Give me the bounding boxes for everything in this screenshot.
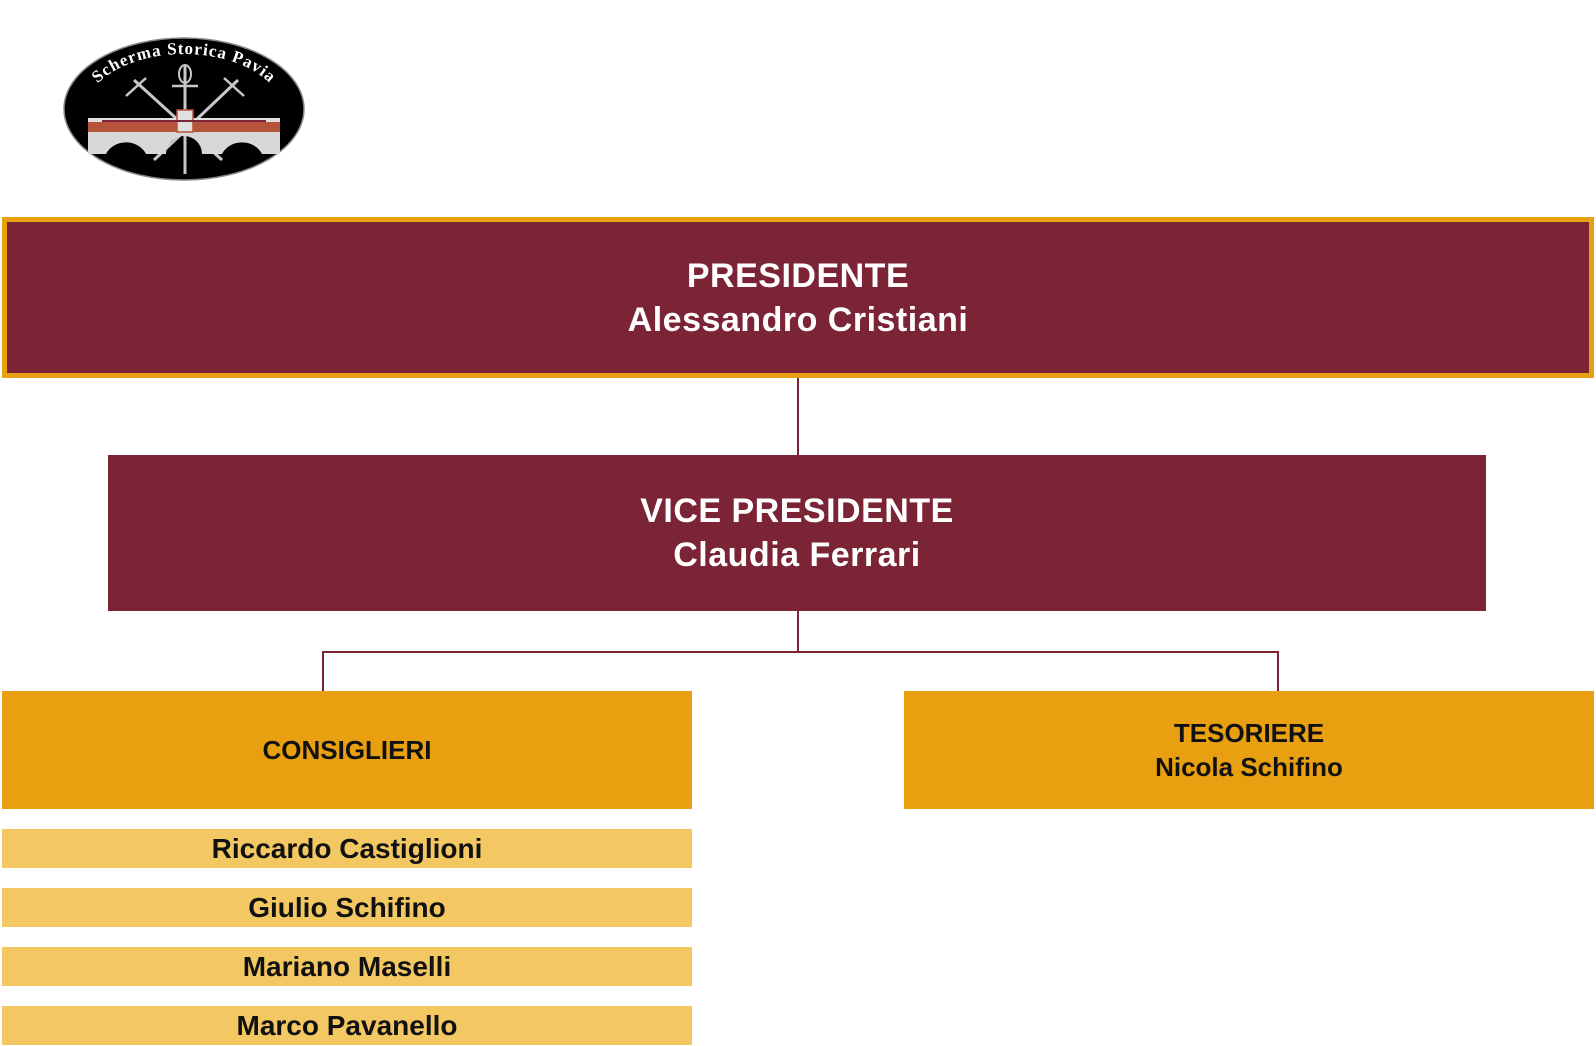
connector-line — [322, 651, 324, 691]
president-name: Alessandro Cristiani — [627, 300, 969, 339]
connector-line — [322, 651, 1279, 653]
connector-line — [1277, 651, 1279, 691]
president-box: PRESIDENTE Alessandro Cristiani — [2, 217, 1594, 378]
vice-president-name: Claudia Ferrari — [673, 536, 921, 574]
consiglieri-title: CONSIGLIERI — [262, 735, 432, 765]
consigliere-member: Riccardo Castiglioni — [2, 829, 692, 868]
tesoriere-box: TESORIERE Nicola Schifino — [904, 691, 1594, 809]
consigliere-member: Giulio Schifino — [2, 888, 692, 927]
bridge-icon — [88, 109, 280, 154]
consigliere-member: Mariano Maselli — [2, 947, 692, 986]
president-title: PRESIDENTE — [686, 256, 910, 295]
consiglieri-box: CONSIGLIERI — [2, 691, 692, 809]
scherma-storica-pavia-logo: Scherma Storica Pavia — [63, 37, 305, 181]
consigliere-member: Marco Pavanello — [2, 1006, 692, 1045]
connector-line — [797, 611, 799, 651]
vice-president-title: VICE PRESIDENTE — [640, 492, 954, 530]
vice-president-box: VICE PRESIDENTE Claudia Ferrari — [108, 455, 1486, 611]
tesoriere-title: TESORIERE — [1173, 718, 1325, 748]
tesoriere-name: Nicola Schifino — [1155, 752, 1343, 782]
connector-line — [797, 378, 799, 455]
